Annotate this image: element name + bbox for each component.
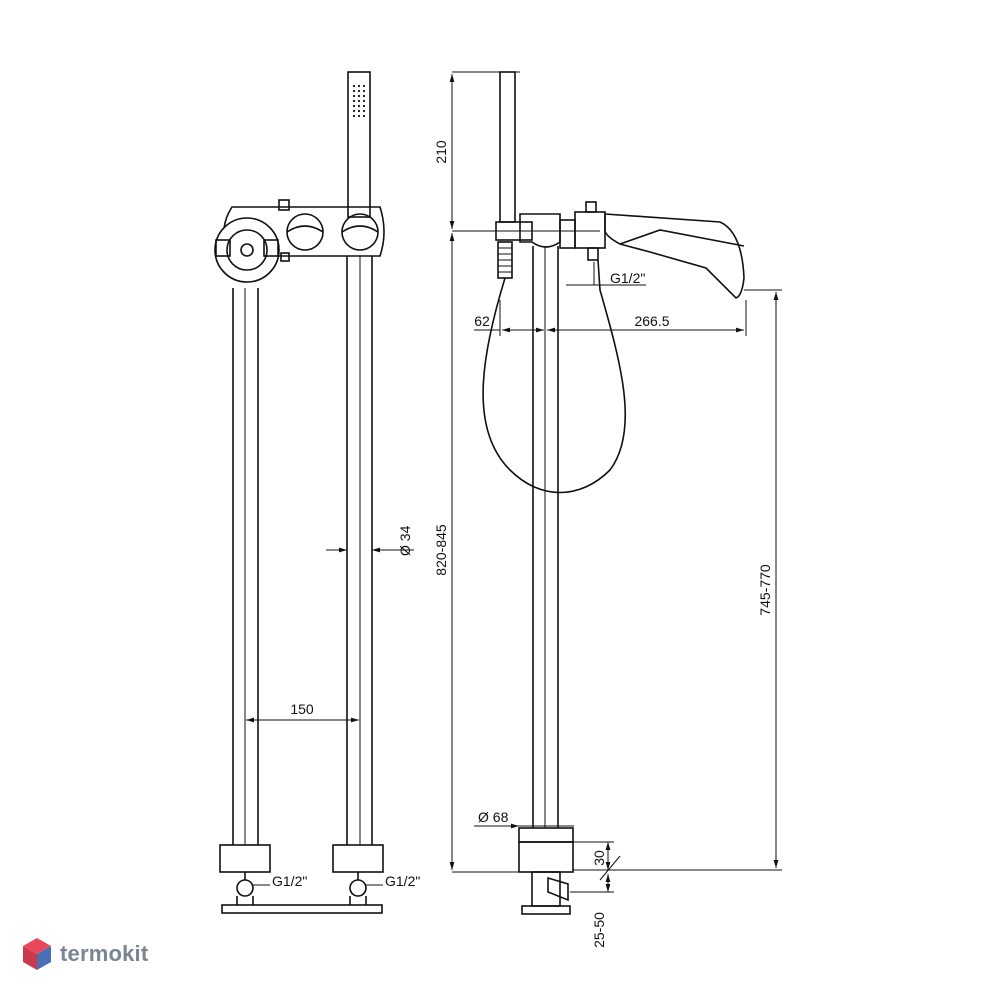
right-connection-label: G1/2" — [610, 270, 645, 286]
side-base-top — [518, 827, 574, 843]
diverter-button — [278, 199, 290, 211]
pipe-diameter-label: Ø 34 — [397, 525, 413, 556]
logo-cube-icon — [23, 938, 51, 970]
spout-offset-label: 62 — [474, 313, 490, 329]
spout-height-label: 745-770 — [757, 564, 773, 616]
floor-plate — [221, 904, 383, 914]
handshower-body — [347, 71, 371, 218]
left-pipe — [232, 288, 259, 845]
base-height-label: 30 — [591, 850, 607, 866]
logo-text: termokit — [60, 941, 149, 966]
base-diameter-label: Ø 68 — [478, 809, 509, 825]
total-height-label: 820-845 — [433, 524, 449, 576]
left-connection-label-1: G1/2" — [272, 873, 307, 889]
handshower-height-label: 210 — [433, 140, 449, 164]
side-base — [518, 841, 574, 873]
waterfall-spout — [604, 213, 745, 299]
side-view: 210 820-845 G1/2" 62 266.5 745-770 Ø 68 … — [433, 71, 782, 948]
front-view: Ø 34 150 G1/2" G1/2" — [214, 71, 420, 914]
left-connection-label-2: G1/2" — [385, 873, 420, 889]
spout-reach-label: 266.5 — [634, 313, 669, 329]
pipe-spacing-label: 150 — [290, 701, 314, 717]
termokit-logo: termokit — [22, 934, 148, 974]
floor-adjust-label: 25-50 — [591, 912, 607, 948]
mixer-spout-circle — [214, 217, 280, 283]
mixer-body — [223, 206, 385, 257]
handle-right — [341, 213, 379, 251]
right-pipe — [346, 256, 373, 845]
side-pipe — [532, 246, 559, 828]
handshower-side — [499, 71, 516, 223]
left-base — [219, 844, 271, 873]
handshower-nozzles-icon — [352, 84, 366, 118]
right-base — [332, 844, 384, 873]
handle-left — [286, 213, 324, 251]
shower-hose — [482, 259, 627, 494]
